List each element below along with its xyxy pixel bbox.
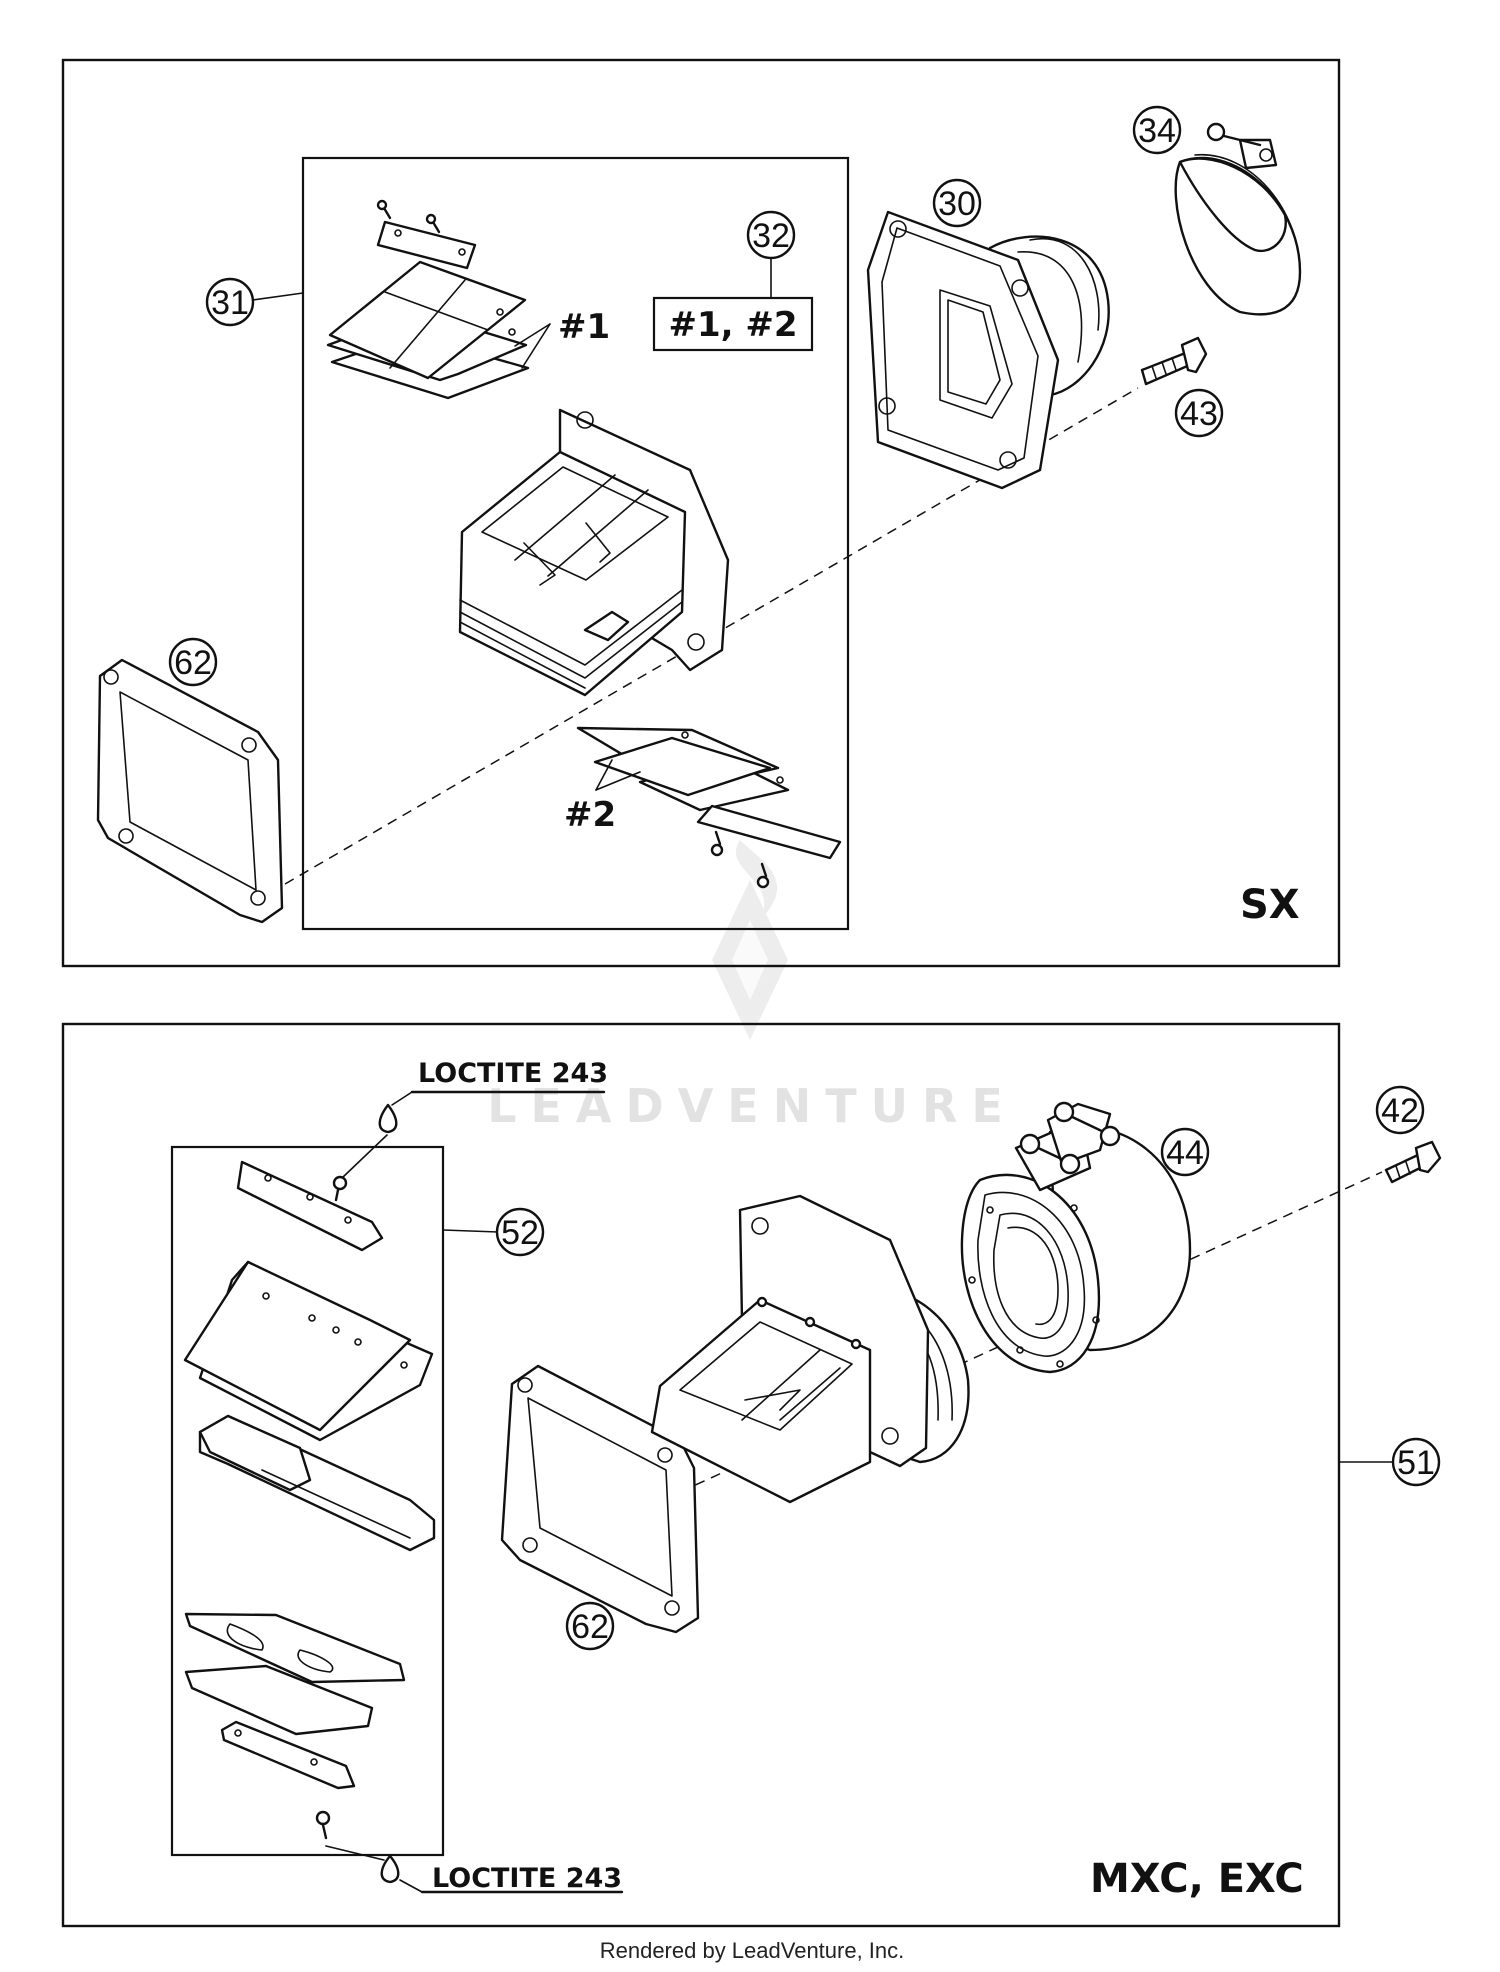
- svg-text:43: 43: [1180, 395, 1218, 433]
- callout-62-mxc: 62: [565, 1601, 615, 1651]
- callout-51: 51: [1338, 1437, 1441, 1487]
- intake-flange-sx: [866, 210, 1110, 490]
- code-label-2: #2: [564, 759, 641, 835]
- screw-icon: [332, 1175, 348, 1202]
- screw-icon: [376, 199, 392, 220]
- screw-43-icon: [1140, 336, 1208, 386]
- svg-text:62: 62: [174, 644, 212, 682]
- callout-31: 31: [205, 277, 304, 327]
- reed-stack-upper-mxc: [183, 1160, 436, 1552]
- loctite-drop-icon: [378, 1103, 398, 1134]
- callout-32: 32 #1, #2: [652, 210, 814, 352]
- gasket-mxc: [500, 1364, 700, 1634]
- svg-text:LOCTITE 243: LOCTITE 243: [418, 1058, 608, 1089]
- screw-icon: [710, 830, 724, 857]
- panel-sx-frame: [61, 58, 1341, 968]
- callout-30: 30: [932, 178, 982, 228]
- reed-petals-set-1: [326, 199, 530, 400]
- footer-credit: Rendered by LeadVenture, Inc.: [600, 1938, 905, 1963]
- bolt-icon: [1053, 1101, 1121, 1147]
- watermark-logo-icon: [712, 840, 788, 1040]
- loctite-bottom-label: LOCTITE 243: [325, 1845, 624, 1894]
- code-label-1: #1: [514, 307, 610, 369]
- reed-kit-code: #1, #2: [668, 305, 797, 345]
- gasket-sx: [96, 658, 284, 924]
- svg-text:#1: #1: [558, 307, 610, 347]
- reed-petals-set-2: [576, 726, 842, 889]
- watermark-text: LEADVENTURE: [487, 1079, 1017, 1133]
- loctite-drop-icon: [380, 1854, 400, 1884]
- svg-text:34: 34: [1138, 112, 1176, 150]
- screw-icon: [315, 1810, 331, 1840]
- svg-text:62: 62: [571, 1608, 609, 1646]
- svg-text:44: 44: [1166, 1134, 1204, 1172]
- svg-text:52: 52: [501, 1214, 539, 1252]
- callout-42: 42: [1375, 1085, 1425, 1135]
- callout-52: 52: [442, 1207, 545, 1257]
- panel-mxc-exc-frame: [61, 1022, 1341, 1928]
- model-label-mxc-exc: MXC, EXC: [1090, 1856, 1304, 1902]
- svg-text:#2: #2: [564, 795, 616, 835]
- svg-text:51: 51: [1397, 1444, 1435, 1482]
- reed-valve-block-sx: [458, 408, 730, 697]
- model-label-sx: SX: [1240, 882, 1300, 928]
- panel-mxc-exc: LOCTITE 243: [61, 1022, 1442, 1928]
- hose-clamp-sx: [1174, 122, 1302, 316]
- svg-text:30: 30: [938, 185, 976, 223]
- panel-sx: #1: [61, 58, 1341, 968]
- reed-kit-sx-frame: [301, 156, 850, 931]
- reed-valve-block-mxc: [650, 1194, 970, 1504]
- callout-44: 44: [1160, 1127, 1210, 1177]
- reed-kit-mxc-frame: [170, 1145, 445, 1857]
- screw-icon: [425, 213, 441, 234]
- callout-34: 34: [1132, 105, 1182, 155]
- callout-62-sx: 62: [168, 637, 218, 687]
- watermark: LEADVENTURE: [487, 840, 1017, 1133]
- callout-43: 43: [1174, 388, 1224, 438]
- screw-icon: [756, 862, 770, 889]
- svg-text:32: 32: [752, 217, 790, 255]
- reed-stack-lower-mxc: [184, 1612, 406, 1840]
- intake-collar-mxc: [960, 1101, 1192, 1374]
- svg-text:31: 31: [211, 284, 249, 322]
- bolt-icon: [1019, 1133, 1081, 1175]
- screw-42-icon: [1384, 1140, 1442, 1184]
- loctite-top-label: LOCTITE 243: [341, 1058, 608, 1179]
- svg-text:LOCTITE 243: LOCTITE 243: [432, 1863, 622, 1894]
- reed-kit-code-box: [652, 296, 814, 352]
- svg-text:42: 42: [1381, 1092, 1419, 1130]
